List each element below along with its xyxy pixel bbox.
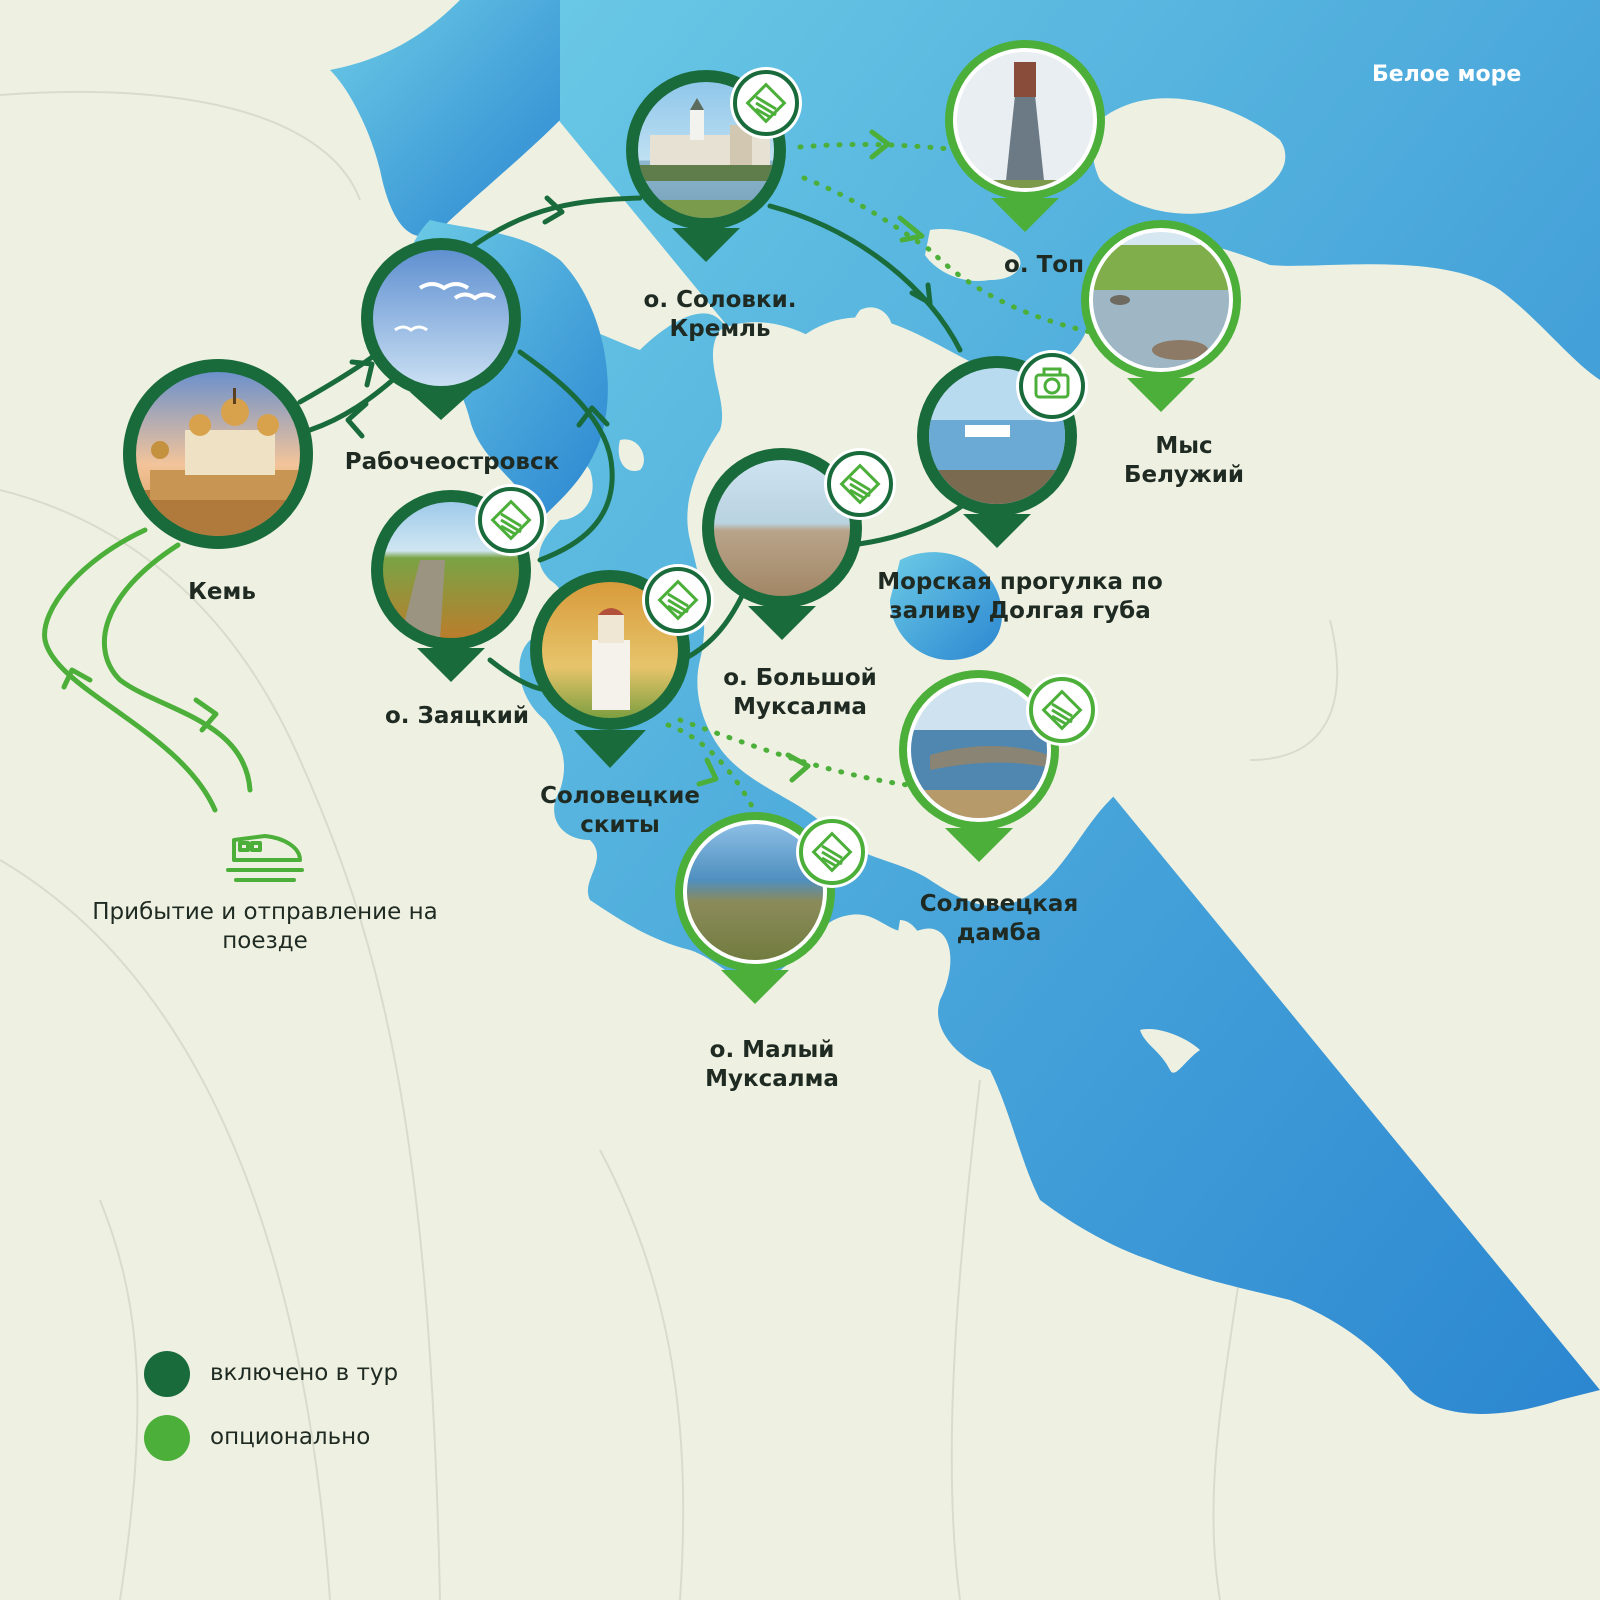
legend-label-included: включено в тур xyxy=(210,1360,399,1386)
label-top-island: о. Топ xyxy=(1004,252,1084,278)
optional-dotted-arrows xyxy=(696,129,925,787)
label-cape-beluzhiy: Мыс Белужий xyxy=(1123,433,1245,488)
marker-bolshoy-muksalma[interactable] xyxy=(702,448,896,640)
camera-icon xyxy=(1034,367,1070,399)
label-solovetsky-dam: Соловецкая дамба xyxy=(919,891,1079,946)
label-rabocheostrovsk: Рабочеостровск xyxy=(344,449,560,475)
label-kem: Кемь xyxy=(188,579,256,605)
marker-solovetsky-dam[interactable] xyxy=(899,670,1098,862)
boardwalk-photo xyxy=(383,502,519,638)
excursion-icon xyxy=(1041,689,1083,731)
legend-dot-included xyxy=(144,1351,190,1397)
church-photo xyxy=(136,372,300,536)
sea-label: Белое море xyxy=(1372,62,1522,87)
skete-photo xyxy=(542,582,678,718)
optional-route-arrows xyxy=(61,667,219,733)
label-dolgaya-guba: Морская прогулка по заливу Долгая губа xyxy=(877,569,1163,624)
marker-cape-beluzhiy[interactable] xyxy=(1081,220,1241,412)
marker-rabocheostrovsk[interactable] xyxy=(361,238,521,420)
marker-kem[interactable] xyxy=(123,359,313,550)
label-solovetsky-skety: Соловецкие скиты xyxy=(540,783,700,838)
east-coast xyxy=(1257,283,1600,760)
marker-solovki-kremlin[interactable] xyxy=(626,67,802,262)
marker-zayatsky[interactable] xyxy=(371,484,547,682)
marker-dolgaya-guba[interactable] xyxy=(917,350,1088,548)
excursion-icon xyxy=(811,831,853,873)
excursion-icon xyxy=(839,463,881,505)
legend-label-optional: опционально xyxy=(210,1424,371,1450)
label-maly-muksalma: о. Малый Муксалма xyxy=(705,1037,839,1092)
label-train: Прибытие и отправление на поезде xyxy=(92,899,438,954)
label-zayatsky: о. Заяцкий xyxy=(384,703,530,729)
marker-solovetsky-skety[interactable] xyxy=(530,564,714,768)
excursion-icon xyxy=(745,82,787,124)
inland-lake xyxy=(890,552,1002,660)
marker-top-island[interactable] xyxy=(945,40,1105,232)
label-bolshoy-muksalma: о. Большой Муксалма xyxy=(723,665,877,720)
marker-maly-muksalma[interactable] xyxy=(675,812,868,1004)
included-route-arrows xyxy=(345,195,933,439)
train-icon xyxy=(226,834,304,882)
optional-routes xyxy=(42,527,253,813)
excursion-icon xyxy=(490,499,532,541)
label-solovki-kremlin: о. Соловки. Кремль xyxy=(643,287,797,342)
seagulls-photo xyxy=(373,250,509,386)
lighthouse-photo xyxy=(957,52,1093,188)
sea-bay xyxy=(330,0,560,237)
excursion-icon xyxy=(657,579,699,621)
legend-dot-optional xyxy=(144,1415,190,1461)
